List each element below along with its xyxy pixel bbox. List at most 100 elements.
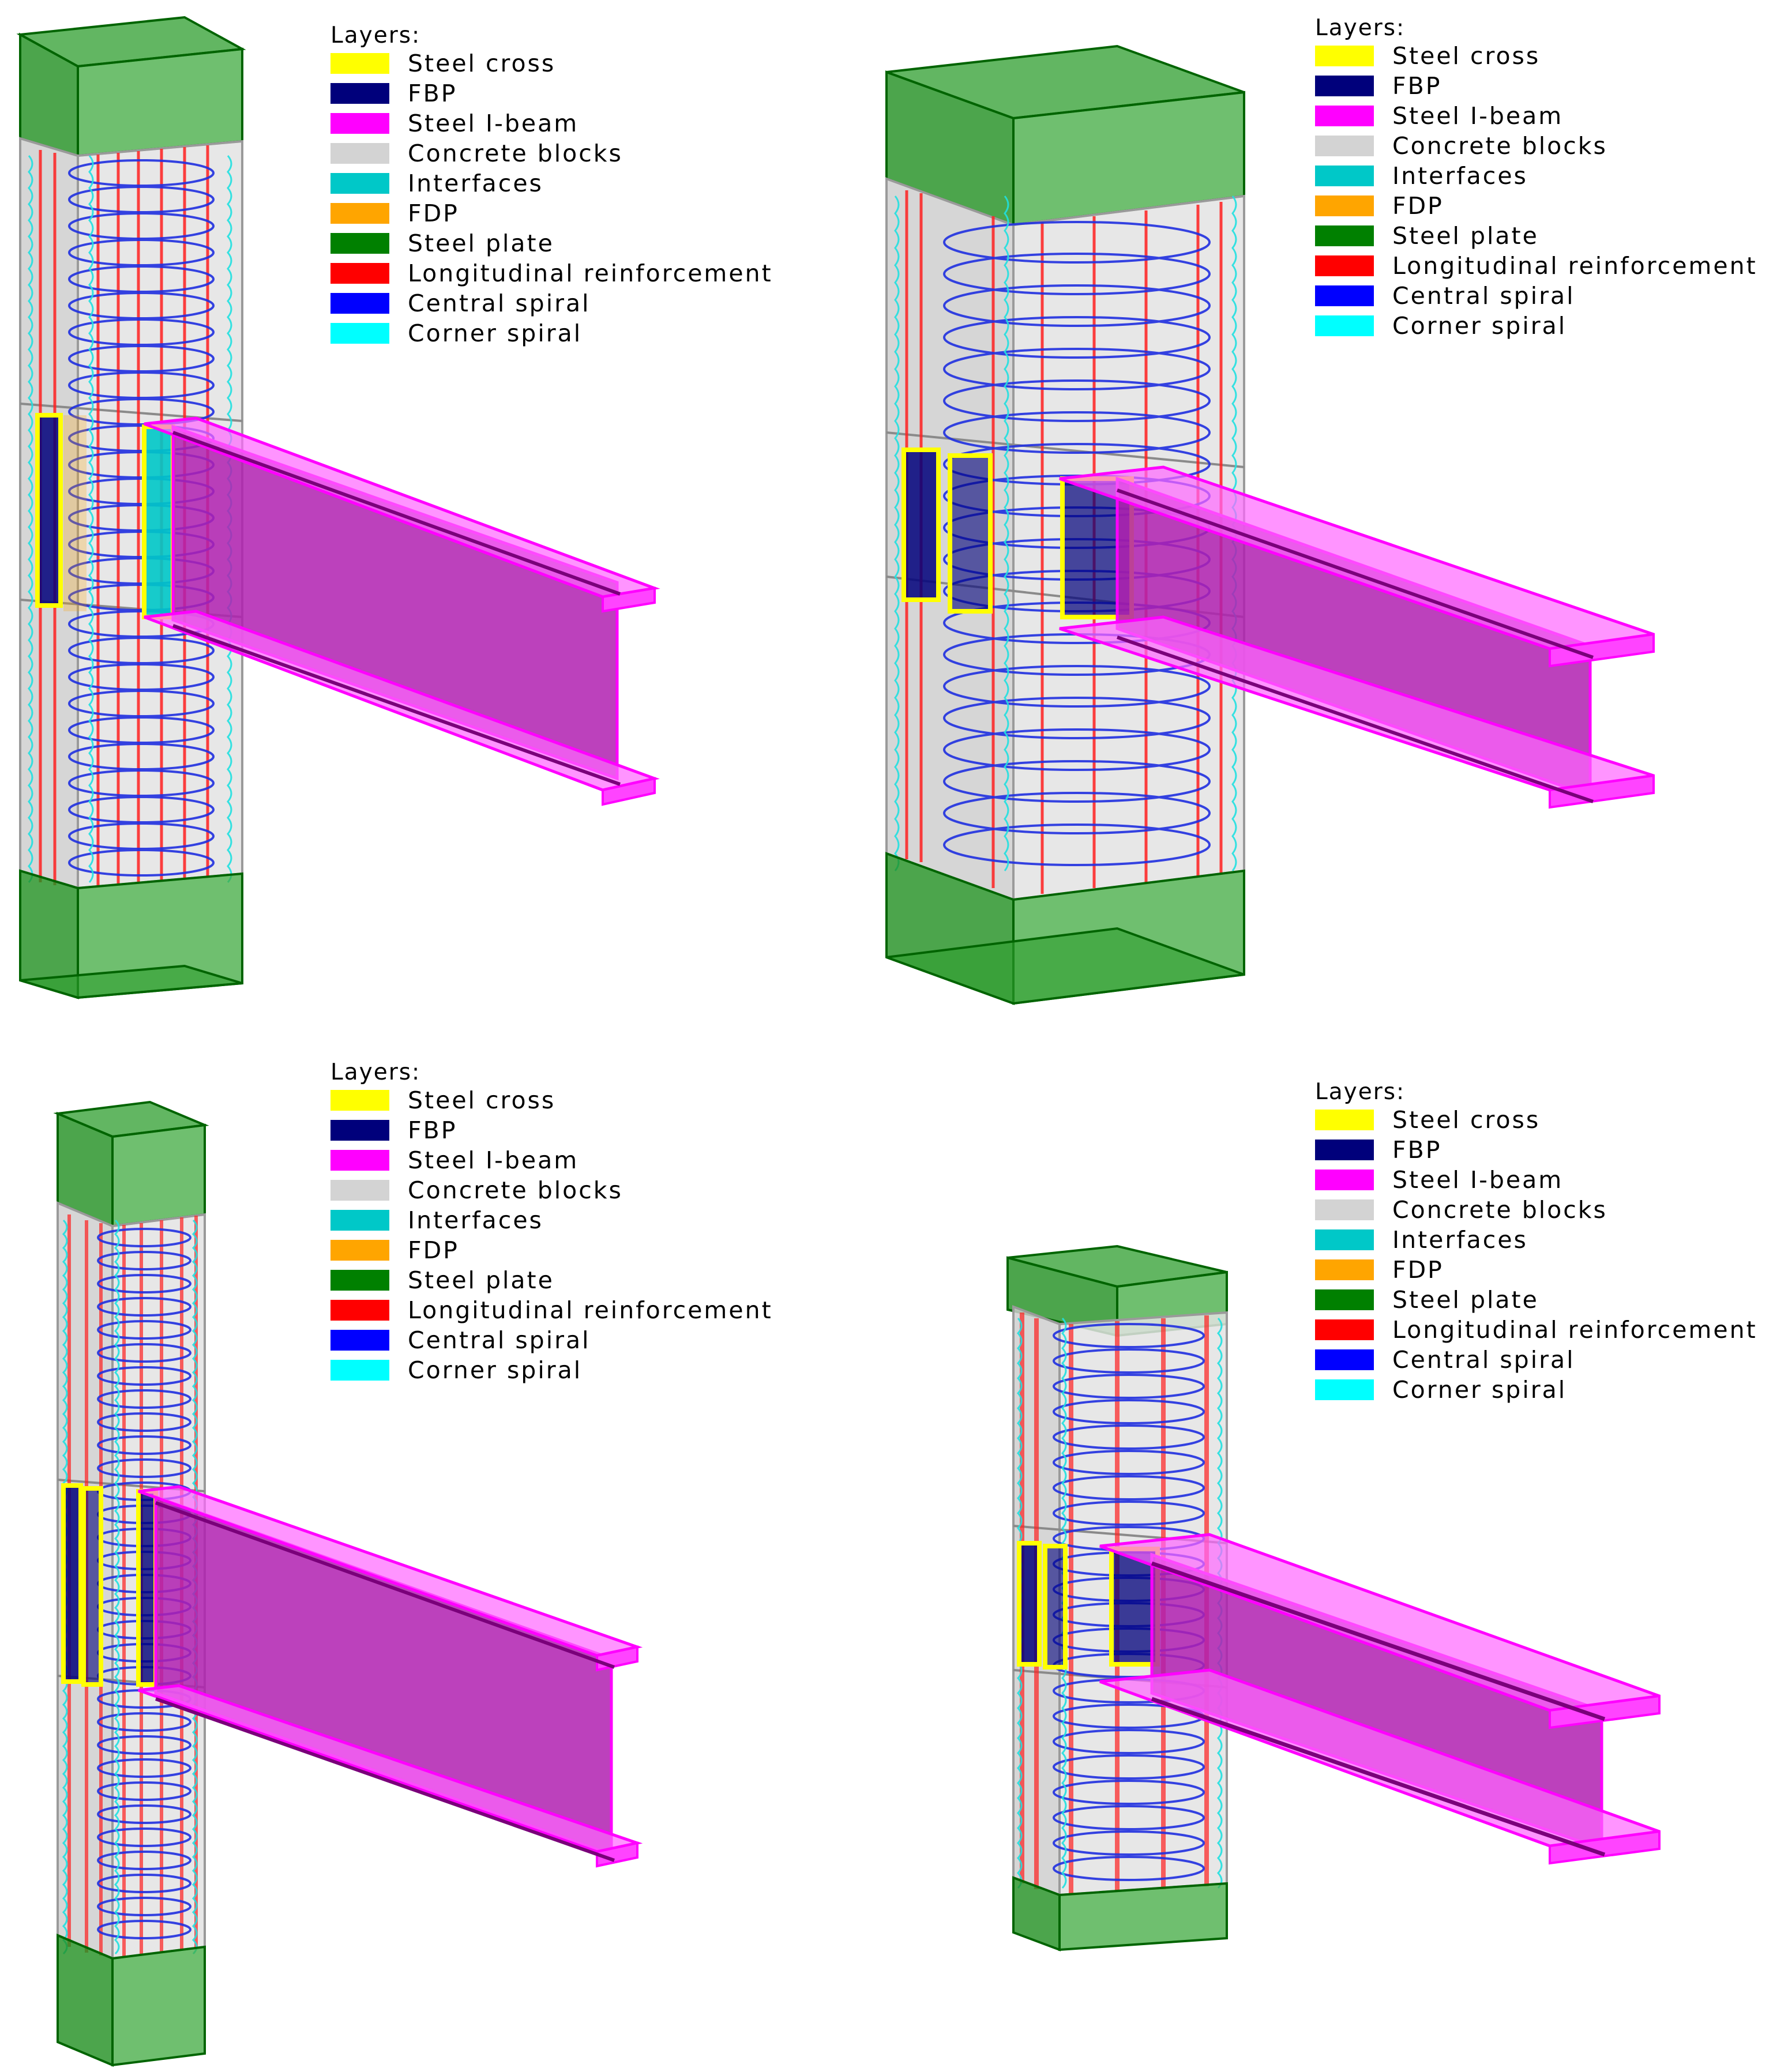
legend-swatch: [330, 233, 389, 254]
legend-item: Central spiral: [330, 288, 773, 318]
legend-swatch: [330, 1120, 389, 1141]
legend-label: Corner spiral: [408, 1356, 583, 1384]
legend-swatch: [1315, 1140, 1374, 1160]
bottom-steel-plate-3: [57, 1933, 206, 2067]
top-steel-plate-2: [885, 44, 1245, 227]
legend-title: Layers:: [1315, 1079, 1406, 1105]
legend-item: Interfaces: [330, 168, 773, 198]
legend-swatch: [1315, 1259, 1374, 1280]
legend-label: Steel I-beam: [408, 110, 579, 137]
legend-item: Steel I-beam: [1315, 1165, 1757, 1195]
legend-swatch: [330, 1180, 389, 1201]
legend-label: Steel plate: [1392, 222, 1539, 250]
legend-label: Interfaces: [1392, 162, 1528, 190]
legend-item: Central spiral: [1315, 281, 1757, 311]
legend-label: FBP: [408, 80, 457, 107]
legend-label: Steel cross: [1392, 42, 1541, 70]
spiral-turn: [943, 665, 1211, 708]
legend-swatch: [1315, 166, 1374, 186]
spiral-turn: [943, 284, 1211, 327]
legend-item: Steel plate: [330, 228, 773, 258]
legend-item: Steel cross: [330, 1085, 773, 1115]
legend-swatch: [1315, 225, 1374, 246]
legend-item: Steel plate: [330, 1265, 773, 1295]
spiral-turn: [943, 411, 1211, 454]
legend-swatch: [330, 203, 389, 224]
legend-swatch: [1315, 76, 1374, 96]
legend-swatch: [1315, 1110, 1374, 1130]
joint-model-2: [885, 44, 1655, 1005]
legend-swatch: [1315, 1229, 1374, 1250]
legend-label: Corner spiral: [1392, 1376, 1567, 1404]
legend-item: FBP: [1315, 1135, 1757, 1165]
spiral-turn: [943, 792, 1211, 834]
spiral-turn: [97, 1343, 191, 1363]
spiral-turn: [943, 221, 1211, 264]
legend-label: Steel plate: [408, 230, 554, 257]
legend-item: Steel cross: [1315, 41, 1757, 71]
top-steel-plate-1: [16, 16, 246, 157]
spiral-turn: [97, 1435, 191, 1455]
legend-swatch: [330, 113, 389, 134]
spiral-turn: [97, 1920, 191, 1939]
legend-label: FDP: [1392, 192, 1444, 220]
joint-model-3: [53, 1100, 643, 2067]
legend-label: Interfaces: [1392, 1226, 1528, 1254]
central-spiral-1: [68, 159, 215, 877]
legend-swatch: [330, 1150, 389, 1171]
legend-item: Steel plate: [1315, 221, 1757, 251]
legend-item: Concrete blocks: [330, 1175, 773, 1205]
legend-item: FBP: [330, 1115, 773, 1145]
legend-label: Central spiral: [1392, 1346, 1575, 1374]
joint-model-4: [1006, 1244, 1661, 1951]
legend-swatch: [330, 1210, 389, 1231]
legend-label: Corner spiral: [1392, 312, 1567, 340]
legend-label: FDP: [408, 200, 459, 227]
bottom-steel-plate-2: [885, 852, 1245, 1005]
legend-label: Steel plate: [1392, 1286, 1539, 1314]
legend-item: FDP: [1315, 191, 1757, 221]
spiral-turn: [943, 760, 1211, 803]
legend-swatch: [1315, 315, 1374, 336]
legend-swatch: [1315, 1379, 1374, 1400]
legend-swatch: [330, 1240, 389, 1261]
spiral-turn: [97, 1297, 191, 1317]
legend-item: Central spiral: [1315, 1345, 1757, 1375]
legend-swatch: [1315, 1199, 1374, 1220]
top-steel-plate-3: [53, 1100, 209, 1228]
legend-item: FBP: [1315, 71, 1757, 101]
legend-label: Central spiral: [408, 1326, 591, 1354]
legend-item: Central spiral: [330, 1325, 773, 1355]
spiral-turn: [1053, 1805, 1205, 1830]
spiral-turn: [97, 1781, 191, 1801]
legend-label: Central spiral: [408, 289, 591, 317]
spiral-turn: [1053, 1475, 1205, 1501]
legend-swatch: [330, 323, 389, 344]
legend-label: Interfaces: [408, 1206, 543, 1234]
spiral-turn: [1053, 1374, 1205, 1399]
legend-label: Longitudinal reinforcement: [408, 260, 773, 287]
spiral-turn: [97, 1735, 191, 1755]
spiral-turn: [97, 1458, 191, 1478]
spiral-turn: [1053, 1729, 1205, 1754]
legend-item: Steel I-beam: [330, 1145, 773, 1175]
legend-label: Steel plate: [408, 1266, 554, 1294]
legend-title: Layers:: [330, 22, 421, 48]
corner-spiral-coil: [28, 155, 33, 883]
legend-item: Corner spiral: [1315, 1375, 1757, 1405]
spiral-turn: [1053, 1754, 1205, 1780]
legend-label: Steel I-beam: [408, 1146, 579, 1174]
legend-item: FDP: [330, 198, 773, 228]
legend-swatch: [330, 1270, 389, 1291]
legend-item: Steel cross: [1315, 1105, 1757, 1135]
spiral-turn: [97, 1389, 191, 1409]
legend-item: Concrete blocks: [1315, 1195, 1757, 1225]
corner-spiral-coil: [88, 155, 94, 883]
spiral-turn: [943, 348, 1211, 390]
steel-i-beam-1: [144, 416, 660, 806]
legend-item: Corner spiral: [330, 1355, 773, 1385]
legend-swatch: [1315, 285, 1374, 306]
spiral-turn: [943, 728, 1211, 771]
